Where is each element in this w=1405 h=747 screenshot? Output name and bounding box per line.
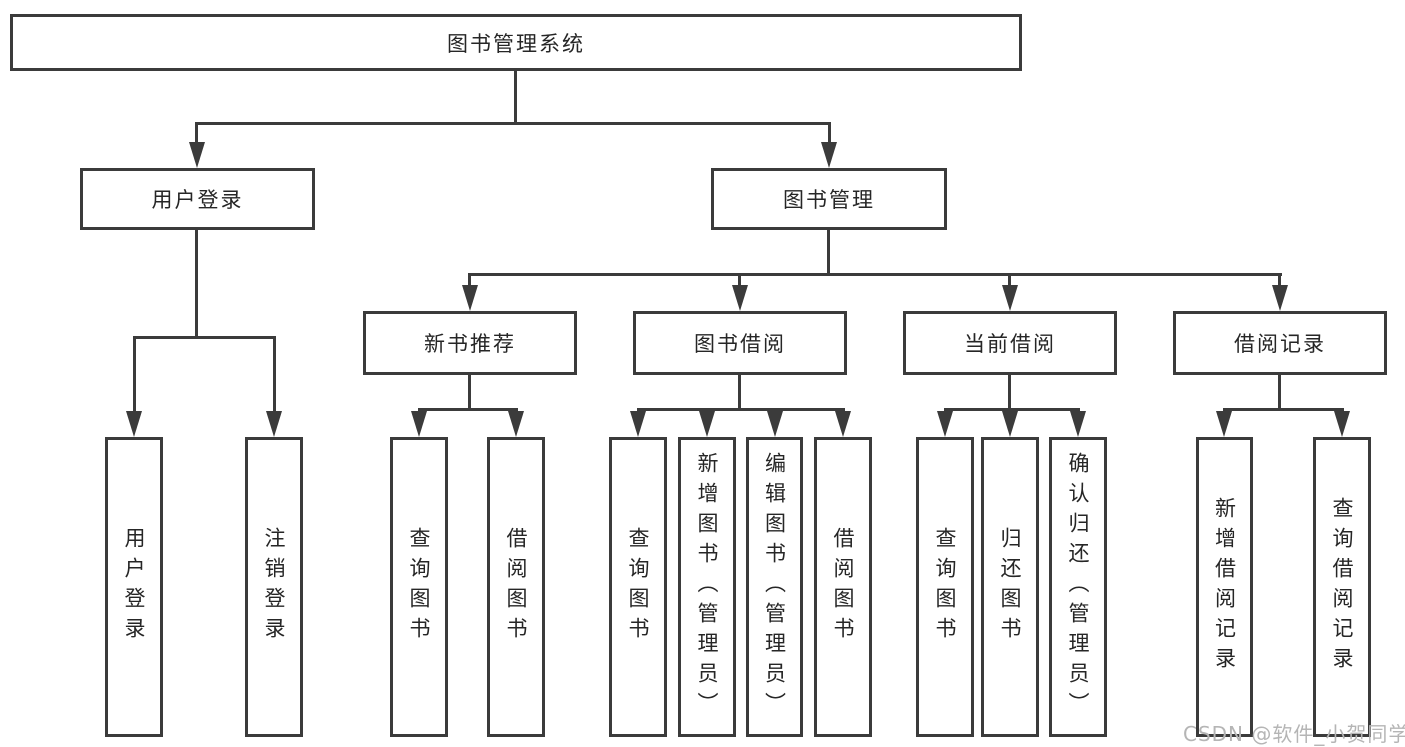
node-user-login: 用户登录 xyxy=(80,168,315,230)
connector-root-stem xyxy=(514,71,517,122)
arrowhead-current-borrow-icon xyxy=(1002,285,1018,311)
node-leaf-query-book-1: 查询图书 xyxy=(390,437,448,737)
node-leaf-borrow-book-1: 借阅图书 xyxy=(487,437,545,737)
csdn-watermark: CSDN @软件_小贺同学 xyxy=(1183,722,1405,746)
node-leaf-confirm-return: 确认归还（管理员） xyxy=(1049,437,1107,737)
node-leaf-query-borrow-record-label: 查询借阅记录 xyxy=(1330,497,1354,677)
connector-book-borrow-bus xyxy=(637,408,845,411)
arrowhead-leaf-borrow-book-2-icon xyxy=(835,411,851,437)
node-leaf-query-book-1-label: 查询图书 xyxy=(407,527,431,647)
arrowhead-leaf-query-borrow-record-icon xyxy=(1334,411,1350,437)
node-leaf-query-book-3: 查询图书 xyxy=(916,437,974,737)
node-book-borrow-label: 图书借阅 xyxy=(694,332,786,356)
connector-borrow-records-stem xyxy=(1278,375,1281,408)
node-new-book-recommend: 新书推荐 xyxy=(363,311,577,375)
arrowhead-book-borrow-icon xyxy=(732,285,748,311)
node-leaf-add-borrow-record-label: 新增借阅记录 xyxy=(1212,497,1237,677)
node-book-management-label: 图书管理 xyxy=(783,188,875,212)
node-leaf-return-book-label: 归还图书 xyxy=(998,527,1022,647)
arrowhead-user-login-icon xyxy=(189,142,205,168)
connector-new-book-recommend-bus xyxy=(418,408,518,411)
connector-drop-current-borrow xyxy=(1008,273,1011,287)
node-leaf-add-borrow-record: 新增借阅记录 xyxy=(1196,437,1253,737)
node-leaf-logout: 注销登录 xyxy=(245,437,303,737)
arrowhead-leaf-confirm-return-icon xyxy=(1070,411,1086,437)
connector-new-book-recommend-stem xyxy=(468,375,471,408)
connector-user-login-bus xyxy=(133,336,276,339)
connector-drop-new-book-recommend xyxy=(468,273,471,287)
arrowhead-leaf-add-book-icon xyxy=(699,411,715,437)
node-root-label: 图书管理系统 xyxy=(447,31,585,56)
node-borrow-records-label: 借阅记录 xyxy=(1234,332,1326,356)
arrowhead-leaf-logout-icon xyxy=(266,411,282,437)
arrowhead-new-book-recommend-icon xyxy=(462,285,478,311)
connector-current-borrow-bus xyxy=(944,408,1080,411)
connector-book-management-stem xyxy=(827,230,830,273)
node-new-book-recommend-label: 新书推荐 xyxy=(424,332,516,356)
node-leaf-query-book-2: 查询图书 xyxy=(609,437,667,737)
connector-level2-bus xyxy=(469,273,1282,276)
arrowhead-borrow-records-icon xyxy=(1272,285,1288,311)
node-leaf-borrow-book-1-label: 借阅图书 xyxy=(504,527,528,647)
node-leaf-add-book-label: 新增图书（管理员） xyxy=(695,452,719,722)
arrowhead-leaf-borrow-book-1-icon xyxy=(508,411,524,437)
node-root: 图书管理系统 xyxy=(10,14,1022,71)
connector-current-borrow-stem xyxy=(1008,375,1011,408)
node-user-login-label: 用户登录 xyxy=(151,188,244,212)
connector-drop-leaf-logout xyxy=(273,336,276,413)
connector-drop-leaf-user-login xyxy=(133,336,136,413)
node-leaf-add-book: 新增图书（管理员） xyxy=(678,437,736,737)
node-leaf-borrow-book-2-label: 借阅图书 xyxy=(831,527,855,647)
node-leaf-return-book: 归还图书 xyxy=(981,437,1039,737)
connector-borrow-records-bus xyxy=(1223,408,1344,411)
arrowhead-leaf-add-borrow-record-icon xyxy=(1216,411,1232,437)
connector-drop-user-login xyxy=(195,122,198,144)
node-leaf-query-borrow-record: 查询借阅记录 xyxy=(1313,437,1371,737)
node-leaf-user-login: 用户登录 xyxy=(105,437,163,737)
connector-book-borrow-stem xyxy=(738,375,741,408)
node-book-borrow: 图书借阅 xyxy=(633,311,847,375)
connector-drop-book-management xyxy=(828,122,831,144)
node-leaf-confirm-return-label: 确认归还（管理员） xyxy=(1066,452,1090,722)
node-leaf-user-login-label: 用户登录 xyxy=(122,527,146,647)
node-leaf-borrow-book-2: 借阅图书 xyxy=(814,437,872,737)
connector-level1-bus xyxy=(195,122,831,125)
arrowhead-leaf-query-book-1-icon xyxy=(411,411,427,437)
node-current-borrow-label: 当前借阅 xyxy=(964,332,1056,356)
node-borrow-records: 借阅记录 xyxy=(1173,311,1387,375)
node-current-borrow: 当前借阅 xyxy=(903,311,1117,375)
node-leaf-edit-book: 编辑图书（管理员） xyxy=(746,437,803,737)
arrowhead-book-management-icon xyxy=(821,142,837,168)
node-leaf-logout-label: 注销登录 xyxy=(262,527,286,647)
node-book-management: 图书管理 xyxy=(711,168,947,230)
node-leaf-query-book-3-label: 查询图书 xyxy=(933,527,957,647)
arrowhead-leaf-user-login-icon xyxy=(126,411,142,437)
arrowhead-leaf-return-book-icon xyxy=(1002,411,1018,437)
connector-drop-borrow-records xyxy=(1278,273,1281,287)
connector-user-login-stem xyxy=(195,230,198,336)
arrowhead-leaf-query-book-2-icon xyxy=(630,411,646,437)
arrowhead-leaf-edit-book-icon xyxy=(767,411,783,437)
node-leaf-edit-book-label: 编辑图书（管理员） xyxy=(762,452,787,722)
connector-drop-book-borrow xyxy=(738,273,741,287)
arrowhead-leaf-query-book-3-icon xyxy=(937,411,953,437)
node-leaf-query-book-2-label: 查询图书 xyxy=(626,527,650,647)
